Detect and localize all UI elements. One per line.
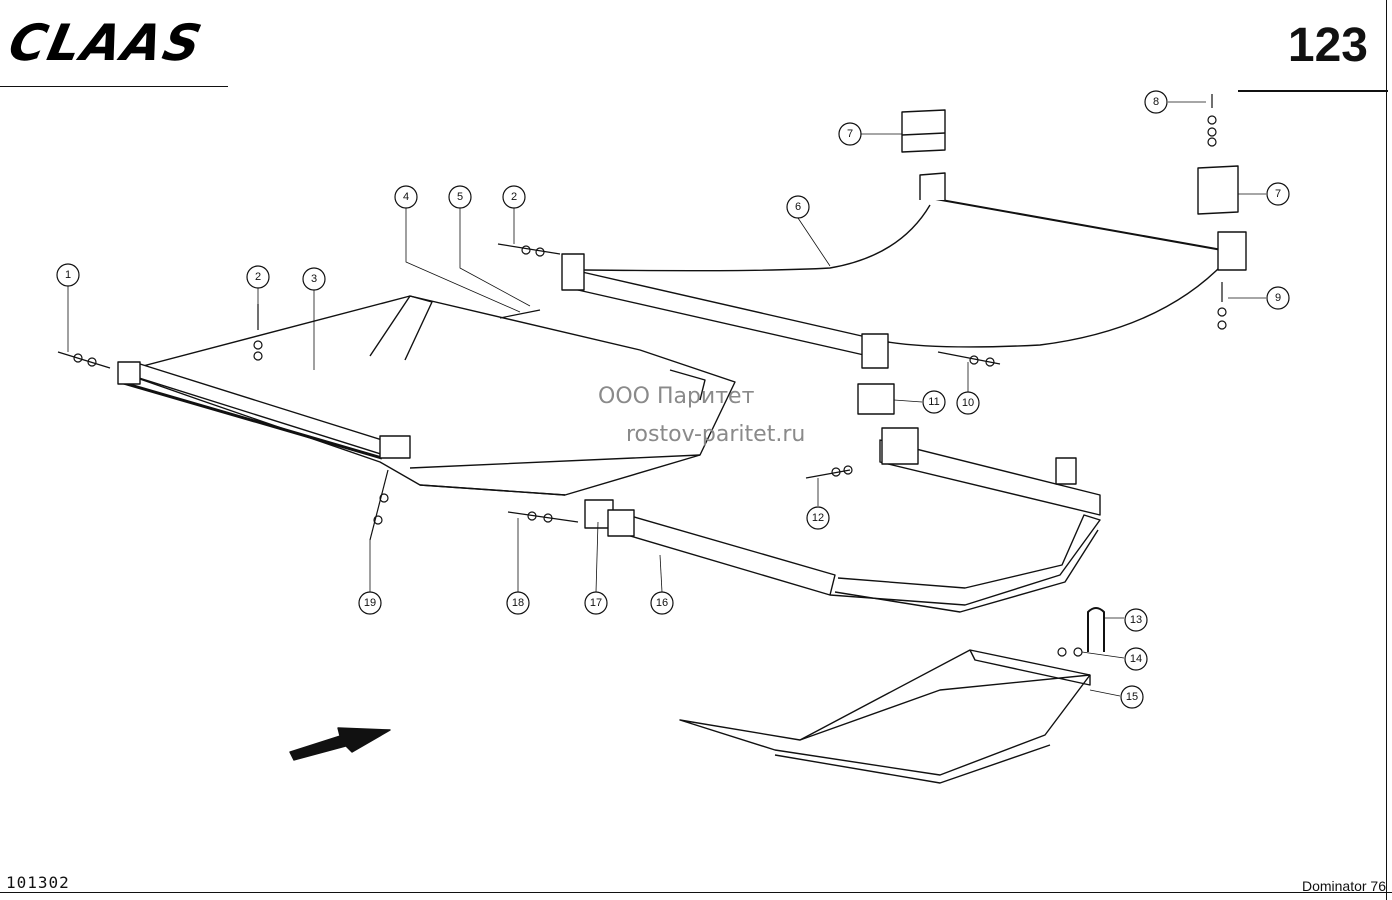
footer-rule (0, 892, 1392, 893)
callout-label-7b: 7 (1275, 188, 1281, 200)
leader-lines (67, 101, 1266, 697)
callout-7b (1266, 182, 1290, 206)
callout-2b (502, 185, 526, 209)
part-16-frame (609, 509, 1101, 606)
callout-11 (922, 390, 946, 414)
callout-label-15: 15 (1126, 691, 1138, 703)
callout-label-1: 1 (65, 269, 71, 281)
callout-label-2a: 2 (255, 271, 261, 283)
callout-18 (506, 591, 530, 615)
part-12-frame (879, 439, 1101, 516)
callout-label-5: 5 (457, 191, 463, 203)
part-11-plate (857, 383, 895, 415)
callout-3 (302, 267, 326, 291)
callout-4 (394, 185, 418, 209)
callout-8 (1144, 90, 1168, 114)
callout-label-9: 9 (1275, 292, 1281, 304)
part-7-bracket-b (1197, 165, 1239, 215)
callout-14 (1124, 647, 1148, 671)
part-15-shield (679, 649, 1091, 776)
callout-2a (246, 265, 270, 289)
watermark-url: rostov-paritet.ru (626, 422, 806, 447)
callout-label-2b: 2 (511, 191, 517, 203)
callout-7a (838, 122, 862, 146)
callout-label-16: 16 (656, 597, 668, 609)
frame-right-border (1386, 0, 1387, 900)
drawing-number: 101302 (6, 873, 70, 892)
callout-1 (56, 263, 80, 287)
callout-label-14: 14 (1130, 653, 1142, 665)
callout-label-11: 11 (928, 396, 939, 408)
callout-19 (358, 591, 382, 615)
callout-label-12: 12 (812, 512, 824, 524)
callout-label-13: 13 (1130, 614, 1142, 626)
callout-5 (448, 185, 472, 209)
part-7-bracket-a (901, 109, 946, 153)
callout-label-7a: 7 (847, 128, 853, 140)
callout-label-18: 18 (512, 597, 524, 609)
page-number: 123 (1287, 19, 1368, 72)
callout-10 (956, 391, 980, 415)
callout-17 (584, 591, 608, 615)
callout-15 (1120, 685, 1144, 709)
part-13-u-bolt (1087, 607, 1105, 652)
callout-12 (806, 506, 830, 530)
callout-label-8: 8 (1153, 96, 1159, 108)
callout-13 (1124, 608, 1148, 632)
direction-arrow-icon (289, 727, 391, 761)
callout-label-19: 19 (364, 597, 376, 609)
callout-9 (1266, 286, 1290, 310)
callout-label-17: 17 (590, 597, 602, 609)
header-rule-right (1238, 90, 1388, 92)
watermark-company: ООО Паритет (598, 384, 755, 409)
callout-label-3: 3 (311, 273, 317, 285)
callout-label-10: 10 (962, 397, 974, 409)
callout-label-4: 4 (403, 191, 409, 203)
callout-label-6: 6 (795, 201, 801, 213)
header-rule-left (0, 86, 228, 87)
callout-16 (650, 591, 674, 615)
callout-6 (786, 195, 810, 219)
fasteners (57, 94, 1227, 657)
model-name: Dominator 76 (1301, 878, 1386, 894)
